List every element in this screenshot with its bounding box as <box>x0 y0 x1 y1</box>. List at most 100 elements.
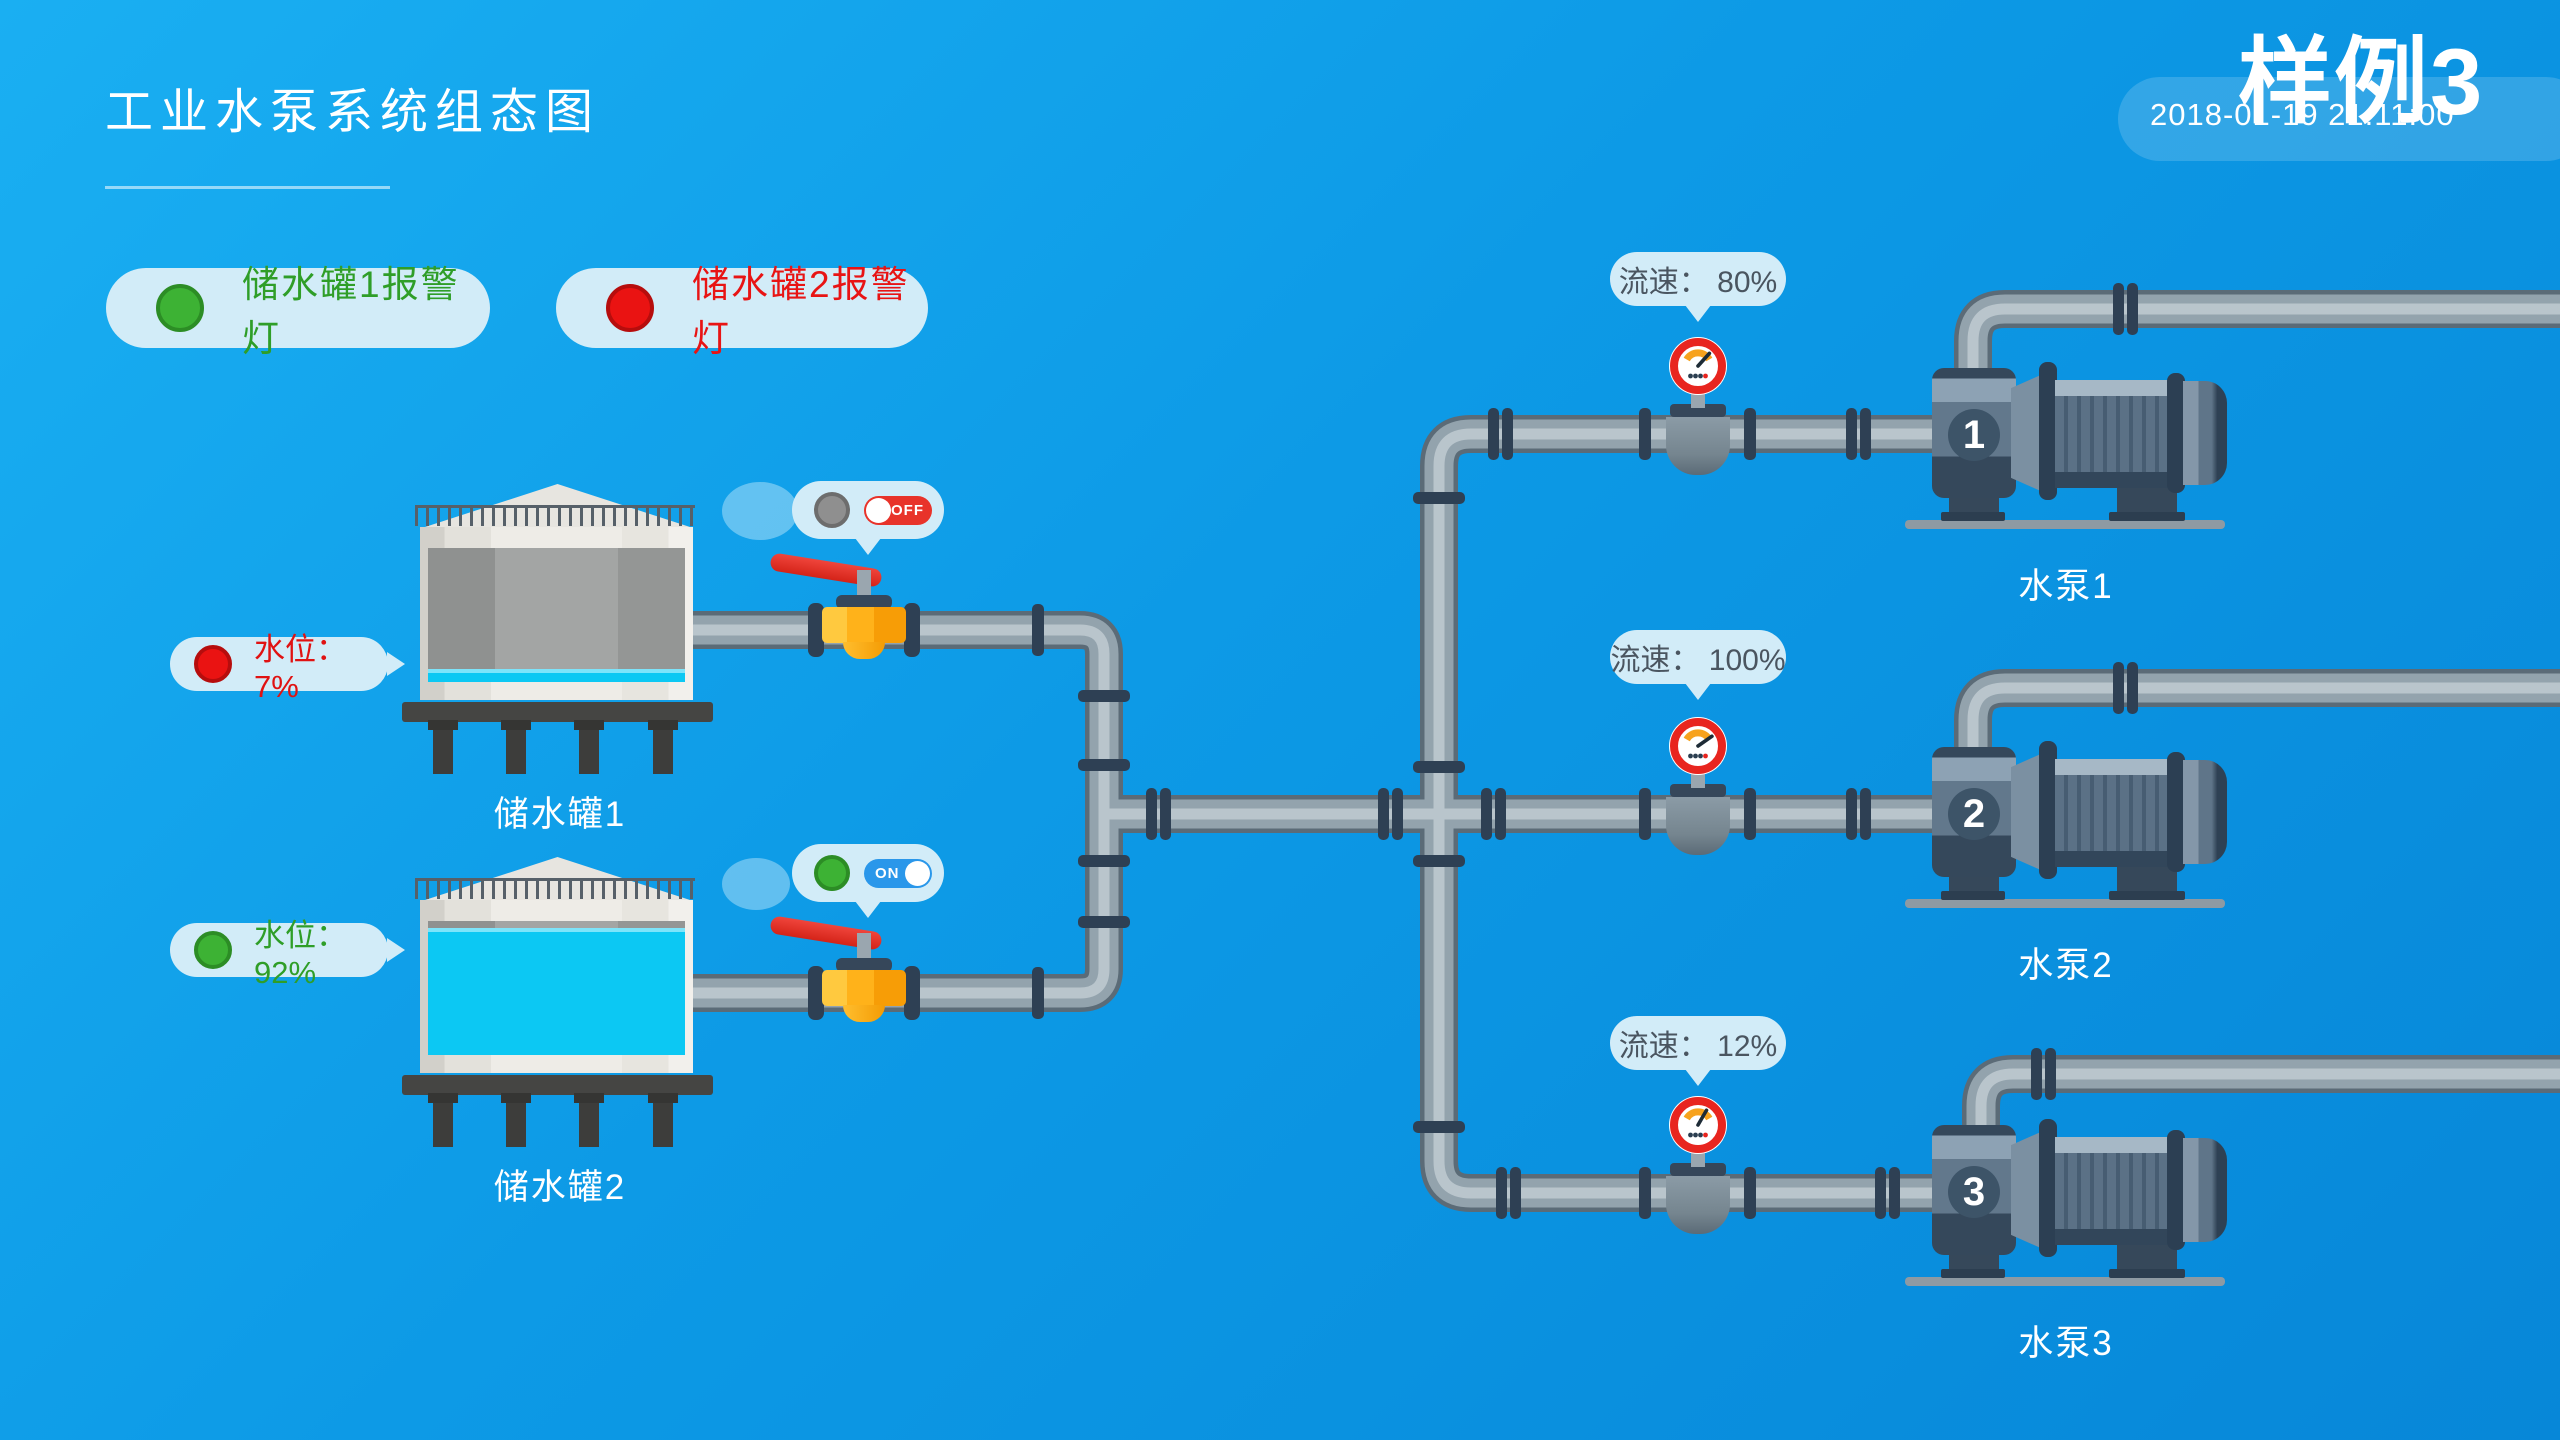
pump-1: 1 水泵1 <box>1905 360 2227 606</box>
tank-level-window <box>428 548 685 682</box>
tank2-water-level-label: 水位： 92% <box>254 917 347 990</box>
gauge-fitting <box>1666 797 1730 855</box>
valve1-toggle-switch[interactable]: OFF <box>864 495 932 525</box>
pump-foot <box>1949 873 1999 893</box>
flow-gauge-icon <box>1669 1096 1727 1154</box>
tank-leg <box>428 720 458 774</box>
pump-flange <box>2167 373 2185 493</box>
gray-led-icon <box>814 492 850 528</box>
bubble-tail <box>387 652 405 676</box>
toggle-knob <box>866 497 891 523</box>
pump-foot-plate <box>2109 1269 2185 1278</box>
gauge-mount <box>1670 1163 1726 1176</box>
tank-platform <box>402 702 713 722</box>
pump-2: 2 水泵2 <box>1905 739 2227 985</box>
tank-leg <box>501 1093 531 1147</box>
flow-rate-bubble-2: 流速： 100% <box>1610 630 1786 700</box>
valve-1 <box>769 552 930 680</box>
pump-foot <box>1949 1251 1999 1271</box>
valve-flange <box>904 603 920 657</box>
green-led-icon <box>156 284 204 332</box>
tank2-alarm-label: 储水罐2报警灯 <box>692 264 910 359</box>
pump-cone <box>2011 374 2043 492</box>
gauge-mount <box>1670 784 1726 797</box>
gauge-mount <box>1670 404 1726 417</box>
tank-leg <box>648 1093 678 1147</box>
bubble-tail <box>855 538 881 555</box>
red-led-icon <box>606 284 654 332</box>
cloud-shape <box>722 858 790 910</box>
timestamp: 2018-01-19 21:11:00 <box>2150 97 2455 132</box>
pump1-name: 水泵1 <box>2018 567 2114 606</box>
pump-motor <box>2055 1137 2171 1245</box>
valve-flange <box>904 966 920 1020</box>
tank-water <box>428 927 685 1055</box>
tank-leg <box>501 720 531 774</box>
bubble-tail <box>1685 305 1711 322</box>
pump-foot-plate <box>1941 512 2005 521</box>
pump-endcap <box>2183 1138 2227 1242</box>
bubble-tail <box>1685 683 1711 700</box>
timestamp-pill <box>2118 77 2560 161</box>
pump-foot-plate <box>2109 512 2185 521</box>
valve-2 <box>769 915 930 1043</box>
pump-endcap <box>2183 381 2227 485</box>
tank1-alarm-light: 储水罐1报警灯 <box>106 264 490 359</box>
pump-3: 3 水泵3 <box>1905 1117 2227 1363</box>
valve-cap <box>836 595 892 609</box>
valve-body <box>822 970 906 1006</box>
gauge-fitting <box>1666 417 1730 475</box>
pump3-number-badge: 3 <box>1948 1166 2000 1218</box>
flow-gauge-icon <box>1669 337 1727 395</box>
tank-railing <box>415 505 695 526</box>
pump-foot <box>1949 494 1999 514</box>
pump-endcap <box>2183 760 2227 864</box>
tank-platform <box>402 1075 713 1095</box>
green-led-icon <box>814 855 850 891</box>
valve-body <box>822 607 906 643</box>
pump-ground-bar <box>1905 520 2225 529</box>
pump-flange <box>2039 741 2057 879</box>
bubble-tail <box>387 938 405 962</box>
pump-flange <box>2167 1130 2185 1250</box>
pump1-number-badge: 1 <box>1948 409 2000 461</box>
pump-flange <box>2039 362 2057 500</box>
flow-rate-label-3: 流速： 12% <box>1618 1030 1778 1063</box>
pump-foot-plate <box>1941 891 2005 900</box>
tank-leg <box>574 720 604 774</box>
flow-rate-bubble-3: 流速： 12% <box>1610 1016 1786 1086</box>
tank-railing <box>415 878 695 899</box>
tank-leg <box>428 1093 458 1147</box>
valve-cap <box>836 958 892 972</box>
toggle-label: ON <box>875 864 900 882</box>
title-underline <box>105 186 390 189</box>
water-tank-1: 储水罐1 <box>395 478 725 838</box>
valve-body-bulge <box>843 642 885 659</box>
tank1-name: 储水罐1 <box>493 795 627 834</box>
pump2-name: 水泵2 <box>2018 946 2114 985</box>
toggle-label: OFF <box>891 501 924 519</box>
tank1-water-level-bubble: 水位： 7% <box>170 632 405 704</box>
tank-leg <box>574 1093 604 1147</box>
tank1-alarm-label: 储水罐1报警灯 <box>242 264 460 359</box>
page-title: 工业水泵系统组态图 <box>105 86 601 139</box>
pump-foot-plate <box>1941 1269 2005 1278</box>
valve-body-bulge <box>843 1005 885 1022</box>
toggle-knob <box>905 860 930 886</box>
pump-ground-bar <box>1905 899 2225 908</box>
tank-leg <box>648 720 678 774</box>
green-led-icon <box>194 931 232 969</box>
pump2-number-badge: 2 <box>1948 788 2000 840</box>
pump-flange <box>2167 752 2185 872</box>
valve2-switch-bubble: ON <box>792 844 944 918</box>
valve2-toggle-switch[interactable]: ON <box>864 858 932 888</box>
red-led-icon <box>194 645 232 683</box>
flow-gauge-icon <box>1669 717 1727 775</box>
pump-motor <box>2055 759 2171 867</box>
flow-rate-label-1: 流速： 80% <box>1618 266 1778 299</box>
gauge-fitting <box>1666 1176 1730 1234</box>
valve-flange <box>808 603 824 657</box>
pump-motor <box>2055 380 2171 488</box>
pipe-couplings <box>1032 283 2138 1219</box>
